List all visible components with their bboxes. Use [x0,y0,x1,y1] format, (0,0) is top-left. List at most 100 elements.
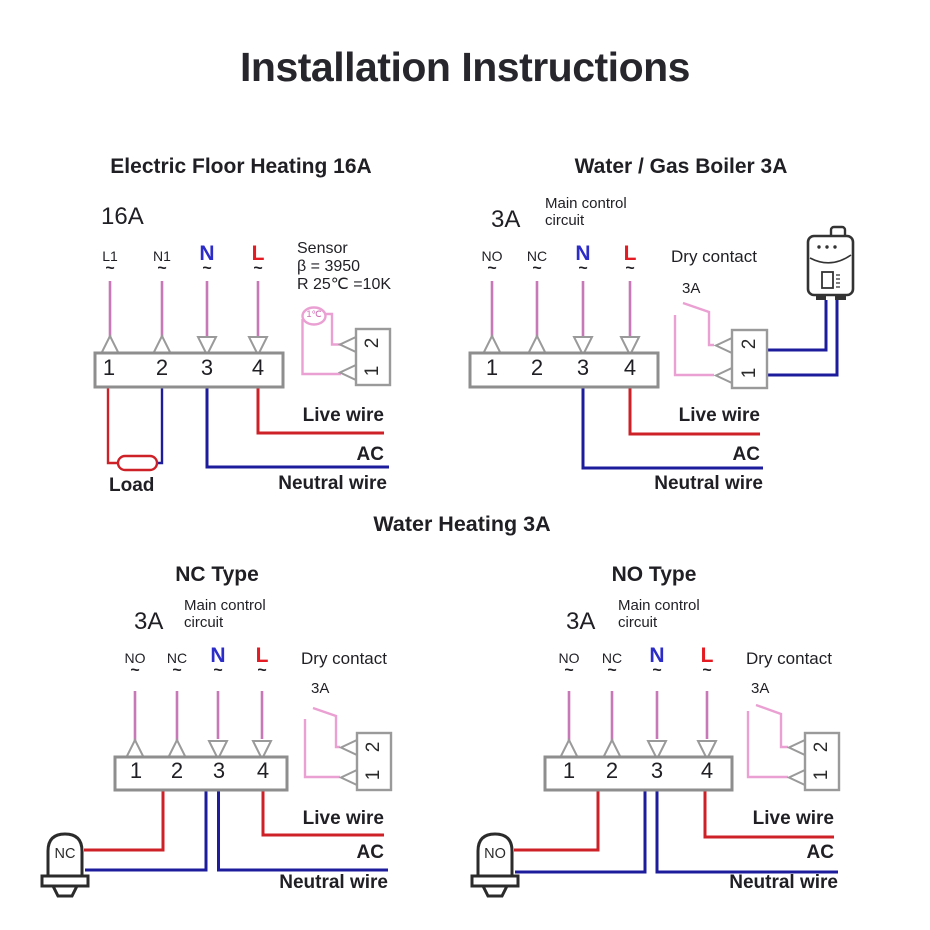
nc-amp-rating: 3A [134,608,164,635]
neutral-wire-line [205,388,389,469]
main-control-label: Main control [184,597,266,614]
valve-live-wire [514,790,600,852]
floor-heading: Electric Floor Heating 16A [110,155,372,178]
main-control-label: Main control [618,597,700,614]
dry-contact-blade-wire [682,301,714,347]
terminal-label-l: L [255,644,269,667]
relay-arrow-icons [338,738,358,787]
contact-amp-label: 3A [751,680,770,697]
ac-tilde: ~ [607,662,617,679]
dry-contact-pole-wire [303,719,340,779]
dry-contact-blade-wire [755,703,788,749]
dry-contact-label: Dry contact [746,649,832,668]
dry-contact-blade-wire [312,706,340,749]
terminal-wires [567,691,709,742]
block-terminal-2: 2 [170,758,184,783]
block-terminal-1: 1 [129,758,143,783]
main-control-label2: circuit [184,614,224,631]
load-resistor-icon [116,454,159,472]
ac-tilde: ~ [172,662,182,679]
block-terminal-2: 2 [530,355,544,380]
no-type-wiring [470,691,841,898]
terminal-block [113,755,289,792]
ac-label: AC [732,444,760,465]
nc-type-wiring [40,691,393,898]
sensor-loop-wire [301,319,341,376]
sensor-terminal-block [354,327,392,387]
load-neutral-wire [156,388,164,465]
terminal-label-n: N [649,644,665,667]
block-terminal-3: 3 [212,758,226,783]
sensor-bulb-icon [301,306,327,326]
page-title: Installation Instructions [240,44,690,90]
sensor-resistance: R 25℃ =10K [297,276,392,293]
terminal-label-no: NO [124,650,146,666]
arrow-up-icons [99,333,173,355]
floor-heating-wiring [93,281,392,472]
ac-tilde: ~ [564,662,574,679]
sensor-bulb-label: 1℃ [306,309,322,319]
load-live-wire [106,388,118,465]
terminal-wires [108,281,260,340]
block-terminal-4: 4 [256,758,270,783]
relay-block-terminal-1: 1 [363,769,384,781]
dry-contact-pole-wire [746,711,788,779]
block-terminal-3: 3 [576,355,590,380]
ac-tilde: ~ [532,260,542,277]
relay-terminal-block [355,731,393,792]
valve-neutral-wire [515,790,647,874]
dry-contact-label: Dry contact [671,247,757,266]
ac-tilde: ~ [487,260,497,277]
terminal-label-l: L [623,242,637,265]
sensor-arrow-icons [337,335,357,382]
no-valve-icon [470,832,520,898]
sensor-beta: β = 3950 [297,258,361,275]
block-terminal-4: 4 [700,758,714,783]
terminal-wires [133,691,264,742]
ac-tilde: ~ [253,260,263,277]
block-terminal-3: 3 [200,355,214,380]
live-wire-label: Live wire [302,808,384,829]
main-control-label: Main control [545,195,627,212]
live-wire-line [628,388,760,436]
water-heating-heading: Water Heating 3A [373,512,551,536]
neutral-wire-line [581,388,763,470]
nc-valve-icon [40,832,90,898]
block-terminal-2: 2 [155,355,169,380]
block-terminal-4: 4 [623,355,637,380]
ac-tilde: ~ [578,260,588,277]
sensor-block-terminal-1: 1 [362,365,383,377]
terminal-block [468,351,660,389]
relay-arrow-icons [713,336,733,385]
neutral-wire-line [217,790,388,872]
terminal-wires [490,281,632,340]
block-terminal-3: 3 [650,758,664,783]
relay-block-terminal-1: 1 [739,367,760,379]
terminal-label-l1: L1 [102,248,118,264]
terminal-label-nc: NC [526,248,548,264]
terminal-label-nc: NC [166,650,188,666]
live-wire-label: Live wire [678,405,760,426]
terminal-block [543,755,734,792]
sensor-loop-wire2 [325,312,341,346]
dry-contact-label: Dry contact [301,649,387,668]
live-wire-line [261,790,384,837]
load-label: Load [109,475,155,496]
relay-terminal-block [730,328,769,390]
contact-amp-label: 3A [682,280,701,297]
no-valve-label: NO [484,846,506,862]
nc-type-heading: NC Type [175,563,259,586]
neutral-wire-label: Neutral wire [729,872,838,893]
relay-arrow-icons [786,738,806,787]
sensor-title: Sensor [297,240,348,257]
boiler-wiring [468,225,855,470]
arrow-up-icons [558,737,623,759]
terminal-label-n: N [575,242,591,265]
terminal-label-n: N [199,242,215,265]
relay-block-terminal-2: 2 [739,338,760,350]
nc-valve-label: NC [54,846,76,862]
arrow-down-icons [646,740,718,762]
relay-terminal-block [803,731,841,792]
valve-live-wire [84,790,165,852]
